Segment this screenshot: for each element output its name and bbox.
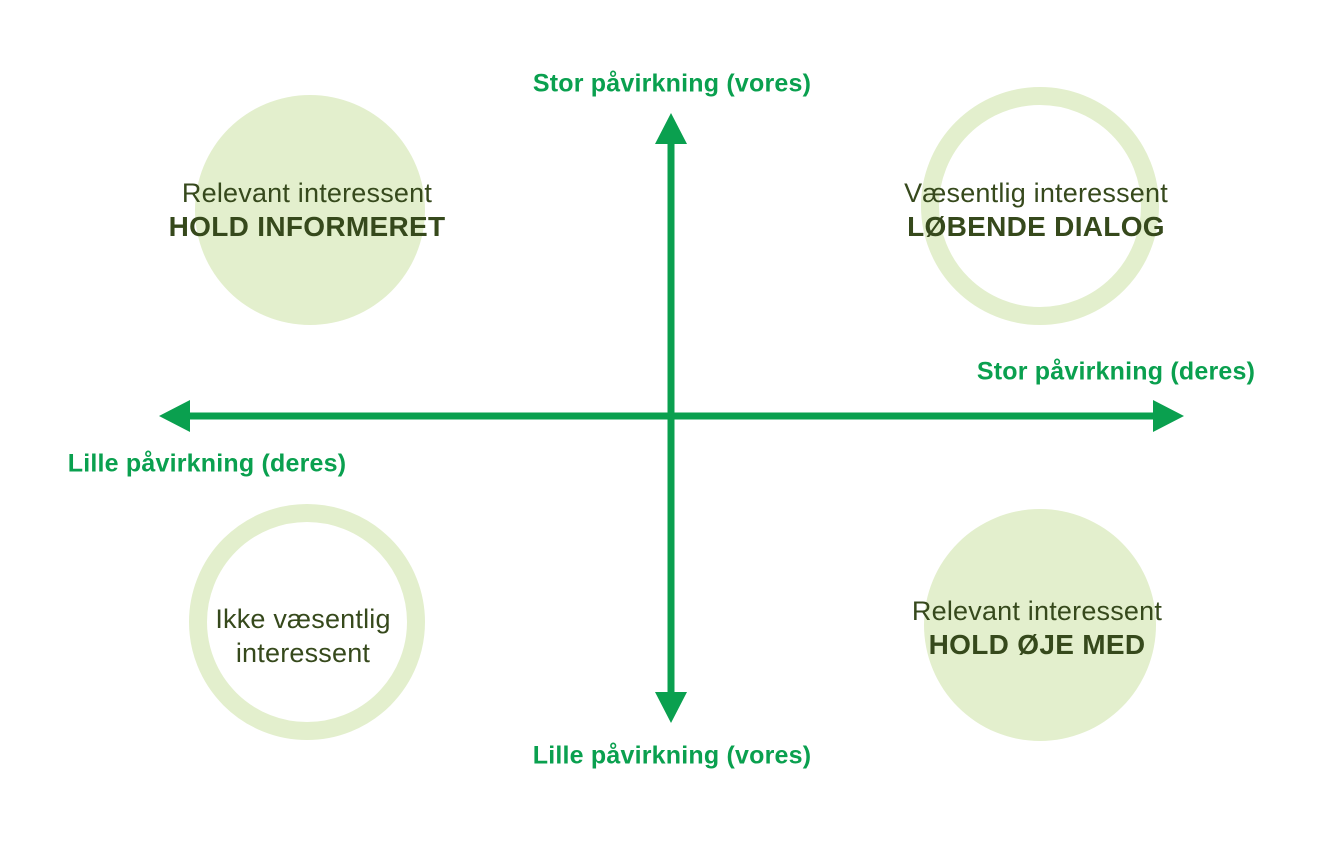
stakeholder-type-label: Relevant interessent (911, 596, 1163, 626)
stakeholder-type-label: Relevant interessent (181, 178, 433, 208)
axis-arrow-horizontal (159, 400, 1184, 432)
quadrant-label-top-left: Relevant interessent HOLD INFORMERET (169, 176, 446, 244)
stakeholder-type-label: Væsentlig interessent (904, 178, 1168, 208)
quadrant-label-bottom-right: Relevant interessent HOLD ØJE MED (912, 594, 1162, 662)
engagement-action-label: LØBENDE DIALOG (907, 211, 1165, 242)
axis-label-left: Lille påvirkning (deres) (67, 449, 347, 478)
engagement-action-label: HOLD ØJE MED (928, 629, 1146, 660)
axis-label-bottom: Lille påvirkning (vores) (532, 741, 812, 770)
axis-label-right: Stor påvirkning (deres) (976, 357, 1256, 386)
circle-top-left-filled (195, 95, 425, 325)
quadrant-label-bottom-left: Ikke væsentlig interessent (183, 602, 423, 670)
axis-label-top: Stor påvirkning (vores) (532, 69, 812, 98)
quadrant-label-top-right: Væsentlig interessent LØBENDE DIALOG (904, 176, 1168, 244)
stakeholder-type-label: Ikke væsentlig interessent (215, 604, 391, 668)
circle-bottom-right-filled (924, 509, 1156, 741)
engagement-action-label: HOLD INFORMERET (168, 211, 446, 242)
